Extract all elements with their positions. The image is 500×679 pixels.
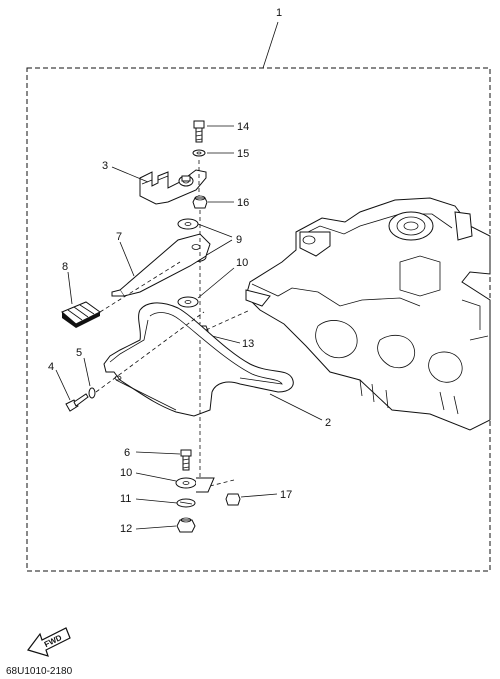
callout-16: 16 xyxy=(237,197,249,209)
leader-1 xyxy=(262,21,279,69)
callout-6: 6 xyxy=(124,447,130,459)
callout-10-upper: 10 xyxy=(236,257,248,269)
assembly-line-pad xyxy=(99,261,181,313)
callout-9: 9 xyxy=(236,234,242,246)
leader-9 xyxy=(197,223,233,257)
leader-5 xyxy=(83,357,91,387)
assembly-line-vertical xyxy=(198,160,201,480)
leader-6 xyxy=(135,451,181,455)
leader-2 xyxy=(269,393,323,421)
leader-12 xyxy=(135,525,177,530)
callout-17: 17 xyxy=(280,489,292,501)
washer-5 xyxy=(88,387,96,399)
callout-2: 2 xyxy=(325,417,331,429)
leader-17 xyxy=(240,493,278,498)
callout-8: 8 xyxy=(62,261,68,273)
tab-plate xyxy=(196,477,215,493)
assembly-line-13 xyxy=(205,309,251,331)
leader-3 xyxy=(111,166,149,183)
fwd-arrow-icon: FWD xyxy=(27,627,71,657)
engine-housing xyxy=(245,197,491,431)
washer-10-lower xyxy=(175,477,197,489)
leader-10-upper xyxy=(197,267,235,299)
callout-3: 3 xyxy=(102,160,108,172)
bracket-2 xyxy=(103,302,294,417)
washer-9-upper xyxy=(177,218,199,230)
bolt-4 xyxy=(65,393,89,412)
callout-15: 15 xyxy=(237,148,249,160)
bracket-3 xyxy=(139,169,207,205)
drawing-code: 68U1010-2180 xyxy=(6,666,73,677)
nut-16 xyxy=(192,195,208,209)
callout-13: 13 xyxy=(242,338,254,350)
leader-10-lower xyxy=(135,472,177,482)
assembly-line-bolt4 xyxy=(95,311,205,393)
callout-5: 5 xyxy=(76,347,82,359)
leader-11 xyxy=(135,498,178,504)
pad-8 xyxy=(61,301,101,328)
leader-4 xyxy=(55,369,71,401)
nut-17 xyxy=(225,493,241,506)
callout-11: 11 xyxy=(120,493,131,505)
washer-10-upper xyxy=(177,296,199,308)
callout-4: 4 xyxy=(48,361,54,373)
spring-washer-11 xyxy=(176,498,196,508)
leader-8 xyxy=(67,271,73,305)
nut-12 xyxy=(176,517,196,533)
washer-15 xyxy=(192,149,206,157)
assembly-line-17 xyxy=(209,479,235,487)
callout-7: 7 xyxy=(116,231,122,243)
callout-14: 14 xyxy=(237,121,249,133)
bolt-6 xyxy=(180,449,192,471)
callout-12: 12 xyxy=(120,523,132,535)
leader-7 xyxy=(119,241,135,277)
lever-plate-7 xyxy=(111,233,211,297)
callout-1: 1 xyxy=(276,7,282,19)
callout-10-lower: 10 xyxy=(120,467,132,479)
bolt-14 xyxy=(193,120,205,143)
